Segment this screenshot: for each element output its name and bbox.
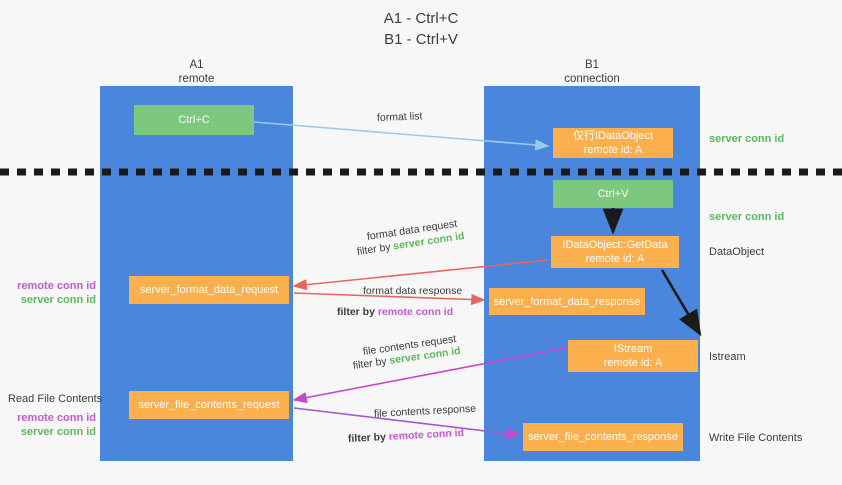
remote-conn-id-text: remote conn id [377, 306, 454, 318]
remote-conn-id-text: remote conn id [388, 426, 465, 443]
page-title: A1 - Ctrl+C B1 - Ctrl+V [383, 10, 459, 48]
box-istream[interactable]: IStream remote id: A [568, 340, 698, 372]
column-header-b1: B1 connection [564, 59, 620, 85]
label-read-file-contents: Read File Contents [8, 393, 103, 405]
filter-by-text: filter by [356, 240, 395, 258]
arrow-label-filter-by-remote-response: filter by remote conn id [337, 305, 453, 319]
label-server-conn-id-lower: server conn id [20, 426, 96, 438]
box-idataobject-getdata[interactable]: IDataObject::GetData remote id: A [551, 236, 679, 268]
label-dataobject: DataObject [709, 246, 765, 258]
label-server-conn-id-upper: server conn id [20, 294, 96, 306]
label-server-conn-id-top: server conn id [709, 133, 785, 145]
column-header-a1: A1 remote [178, 59, 215, 85]
arrow-label-format-list: format list [376, 110, 423, 124]
label-server-conn-id-second: server conn id [709, 211, 785, 223]
box-ctrl-c[interactable]: Ctrl+C [134, 105, 254, 135]
box-server-format-data-request[interactable]: server_format_data_request [129, 276, 289, 304]
arrow-label-format-data-response: format data response [363, 285, 463, 297]
box-server-file-contents-request[interactable]: server_file_contents_request [129, 391, 289, 419]
box-server-file-contents-response[interactable]: server_file_contents_response [523, 423, 683, 451]
box-server-format-data-response[interactable]: server_format_data_response [489, 288, 645, 315]
filter-by-text: filter by [352, 354, 391, 372]
label-remote-conn-id-upper: remote conn id [17, 280, 96, 292]
filter-by-text: filter by [347, 430, 390, 445]
label-remote-conn-id-lower: remote conn id [17, 412, 96, 424]
box-ctrl-v[interactable]: Ctrl+V [553, 180, 673, 208]
arrow-label-filter-by-remote-file-response: filter by remote conn id [348, 426, 465, 446]
filter-by-text: filter by [337, 306, 378, 318]
arrow-label-file-contents-response: file contents response [373, 402, 477, 420]
box-idataobject[interactable]: 仅行IDataObject remote id: A [553, 128, 673, 158]
label-istream: Istream [709, 351, 746, 363]
label-write-file-contents: Write File Contents [709, 432, 803, 444]
